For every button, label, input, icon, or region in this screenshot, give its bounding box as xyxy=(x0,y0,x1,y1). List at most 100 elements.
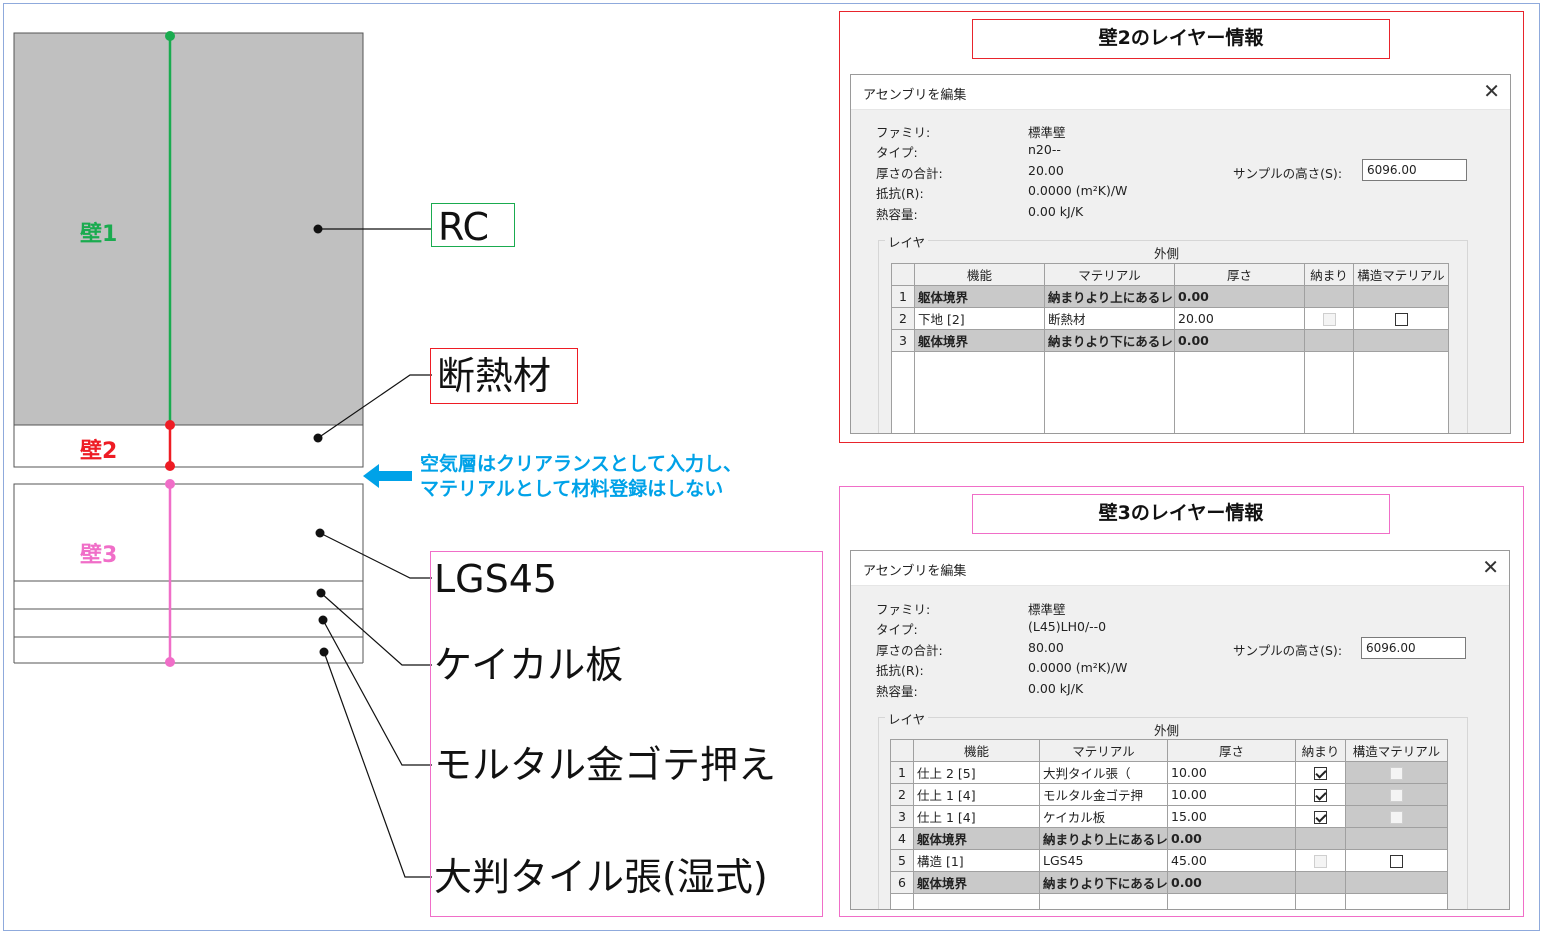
leader-calcium-board xyxy=(320,592,432,666)
cell-structural xyxy=(1345,827,1448,850)
cell-material[interactable]: 大判タイル張（ xyxy=(1039,761,1168,784)
family-value: 標準壁 xyxy=(1028,125,1066,140)
structural-material-checkbox[interactable] xyxy=(1394,313,1408,326)
cell-thickness[interactable]: 45.00 xyxy=(1167,849,1296,872)
wall3-dimension-dot xyxy=(165,657,175,667)
cell-function[interactable]: 下地 [2] xyxy=(914,307,1045,330)
cell-thickness[interactable]: 0.00 xyxy=(1174,329,1305,352)
cell-function[interactable]: 躯体境界 xyxy=(914,329,1045,352)
cell-material[interactable]: 断熱材 xyxy=(1044,307,1175,330)
wraps-checkbox[interactable] xyxy=(1314,789,1327,802)
header-rownum xyxy=(890,739,914,762)
air-gap-arrow-icon xyxy=(363,464,412,488)
air-gap-note-line1: 空気層はクリアランスとして入力し、 xyxy=(420,453,743,475)
row-number xyxy=(890,893,914,909)
wall3-layers-table: 機能 マテリアル 厚さ 納まり 構造マテリアル 1 仕上 2 [5] 大判タイル… xyxy=(890,739,1448,909)
cell-material[interactable]: 納まりより下にあるレ xyxy=(1039,871,1168,894)
cell-material[interactable]: 納まりより上にあるレ xyxy=(1044,285,1175,308)
cell-structural xyxy=(1345,761,1448,784)
header-structural-material[interactable]: 構造マテリアル xyxy=(1345,739,1448,762)
leader-insulation xyxy=(317,374,432,439)
table-row[interactable]: 1 躯体境界 納まりより上にあるレ 0.00 xyxy=(891,285,1449,308)
cell-thickness[interactable]: 0.00 xyxy=(1174,285,1305,308)
leader-dot xyxy=(319,647,329,657)
cell-function[interactable]: 構造 [1] xyxy=(913,849,1040,872)
family-label: ファミリ: xyxy=(876,602,931,617)
cell-thickness[interactable]: 10.00 xyxy=(1167,783,1296,806)
table-header-row: 機能 マテリアル 厚さ 納まり 構造マテリアル xyxy=(890,739,1448,762)
header-wraps[interactable]: 納まり xyxy=(1295,739,1346,762)
wall1-concrete-block xyxy=(13,32,364,426)
wraps-checkbox[interactable] xyxy=(1314,811,1327,824)
cell-function[interactable]: 仕上 1 [4] xyxy=(913,805,1040,828)
row-number: 3 xyxy=(890,805,914,828)
table-row[interactable]: 2 下地 [2] 断熱材 20.00 xyxy=(891,307,1449,330)
wraps-checkbox[interactable] xyxy=(1314,855,1327,868)
header-thickness[interactable]: 厚さ xyxy=(1167,739,1296,762)
wall3-callout-box xyxy=(430,551,823,917)
structural-material-checkbox[interactable] xyxy=(1390,855,1403,868)
sample-height-input[interactable]: 6096.00 xyxy=(1362,159,1467,181)
header-material[interactable]: マテリアル xyxy=(1039,739,1168,762)
structural-material-checkbox[interactable] xyxy=(1390,811,1403,824)
header-rownum xyxy=(891,263,915,286)
wall2-layer-panel xyxy=(839,11,1524,443)
leader-tile xyxy=(323,651,432,878)
table-row[interactable]: 1 仕上 2 [5] 大判タイル張（ 10.00 xyxy=(890,761,1448,784)
cell-thickness[interactable]: 15.00 xyxy=(1167,805,1296,828)
sample-height-label: サンプルの高さ(S): xyxy=(1233,166,1343,181)
wall3-panel-title: 壁3のレイヤー情報 xyxy=(972,494,1390,534)
type-value: n20-- xyxy=(1028,142,1061,157)
header-structural-material[interactable]: 構造マテリアル xyxy=(1353,263,1449,286)
structural-material-checkbox[interactable] xyxy=(1390,789,1403,802)
layers-group-label: レイヤ xyxy=(885,709,929,728)
sample-height-input[interactable]: 6096.00 xyxy=(1361,637,1466,659)
cell-material[interactable]: ケイカル板 xyxy=(1039,805,1168,828)
cell-material[interactable]: LGS45 xyxy=(1039,849,1168,872)
row-number: 2 xyxy=(891,307,915,330)
table-row[interactable]: 4 躯体境界 納まりより上にあるレ 0.00 xyxy=(890,827,1448,850)
cell-thickness[interactable]: 20.00 xyxy=(1174,307,1305,330)
type-label: タイプ: xyxy=(876,145,918,160)
callout-tile: 大判タイル張(湿式) xyxy=(434,855,768,899)
leader-lgs45 xyxy=(319,532,432,579)
leader-dot xyxy=(313,433,323,443)
wall3-label: 壁3 xyxy=(80,543,118,568)
close-icon[interactable]: ✕ xyxy=(1482,555,1499,579)
family-value: 標準壁 xyxy=(1028,602,1066,617)
cell-function[interactable]: 仕上 1 [4] xyxy=(913,783,1040,806)
resistance-label: 抵抗(R): xyxy=(876,663,924,678)
header-wraps[interactable]: 納まり xyxy=(1304,263,1354,286)
structural-material-checkbox[interactable] xyxy=(1390,767,1403,780)
header-thickness[interactable]: 厚さ xyxy=(1174,263,1305,286)
wraps-checkbox[interactable] xyxy=(1314,767,1327,780)
cell-material[interactable]: 納まりより上にあるレ xyxy=(1039,827,1168,850)
cell-thickness[interactable]: 0.00 xyxy=(1167,827,1296,850)
close-icon[interactable]: ✕ xyxy=(1483,79,1500,103)
cell-material[interactable]: モルタル金ゴテ押 xyxy=(1039,783,1168,806)
callout-rc: RC xyxy=(431,203,515,247)
wall2-label: 壁2 xyxy=(80,439,118,464)
header-function[interactable]: 機能 xyxy=(913,739,1040,762)
cell-function[interactable]: 躯体境界 xyxy=(913,827,1040,850)
wall3-layer-panel xyxy=(839,486,1524,917)
cell-thickness[interactable]: 10.00 xyxy=(1167,761,1296,784)
cell-material[interactable]: 納まりより下にあるレ xyxy=(1044,329,1175,352)
wraps-checkbox[interactable] xyxy=(1322,313,1336,326)
header-function[interactable]: 機能 xyxy=(914,263,1045,286)
table-row[interactable]: 6 躯体境界 納まりより下にあるレ 0.00 xyxy=(890,871,1448,894)
outer-frame xyxy=(3,3,1540,931)
row-number xyxy=(891,351,915,433)
callout-mortar: モルタル金ゴテ押え xyxy=(434,743,777,787)
cell-function[interactable]: 仕上 2 [5] xyxy=(913,761,1040,784)
table-row[interactable]: 5 構造 [1] LGS45 45.00 xyxy=(890,849,1448,872)
table-row[interactable]: 2 仕上 1 [4] モルタル金ゴテ押 10.00 xyxy=(890,783,1448,806)
cell-wraps xyxy=(1304,329,1354,352)
cell-thickness[interactable]: 0.00 xyxy=(1167,871,1296,894)
table-row[interactable]: 3 躯体境界 納まりより下にあるレ 0.00 xyxy=(891,329,1449,352)
cell-function[interactable]: 躯体境界 xyxy=(913,871,1040,894)
row-number: 4 xyxy=(890,827,914,850)
table-row[interactable]: 3 仕上 1 [4] ケイカル板 15.00 xyxy=(890,805,1448,828)
header-material[interactable]: マテリアル xyxy=(1044,263,1175,286)
cell-function[interactable]: 躯体境界 xyxy=(914,285,1045,308)
